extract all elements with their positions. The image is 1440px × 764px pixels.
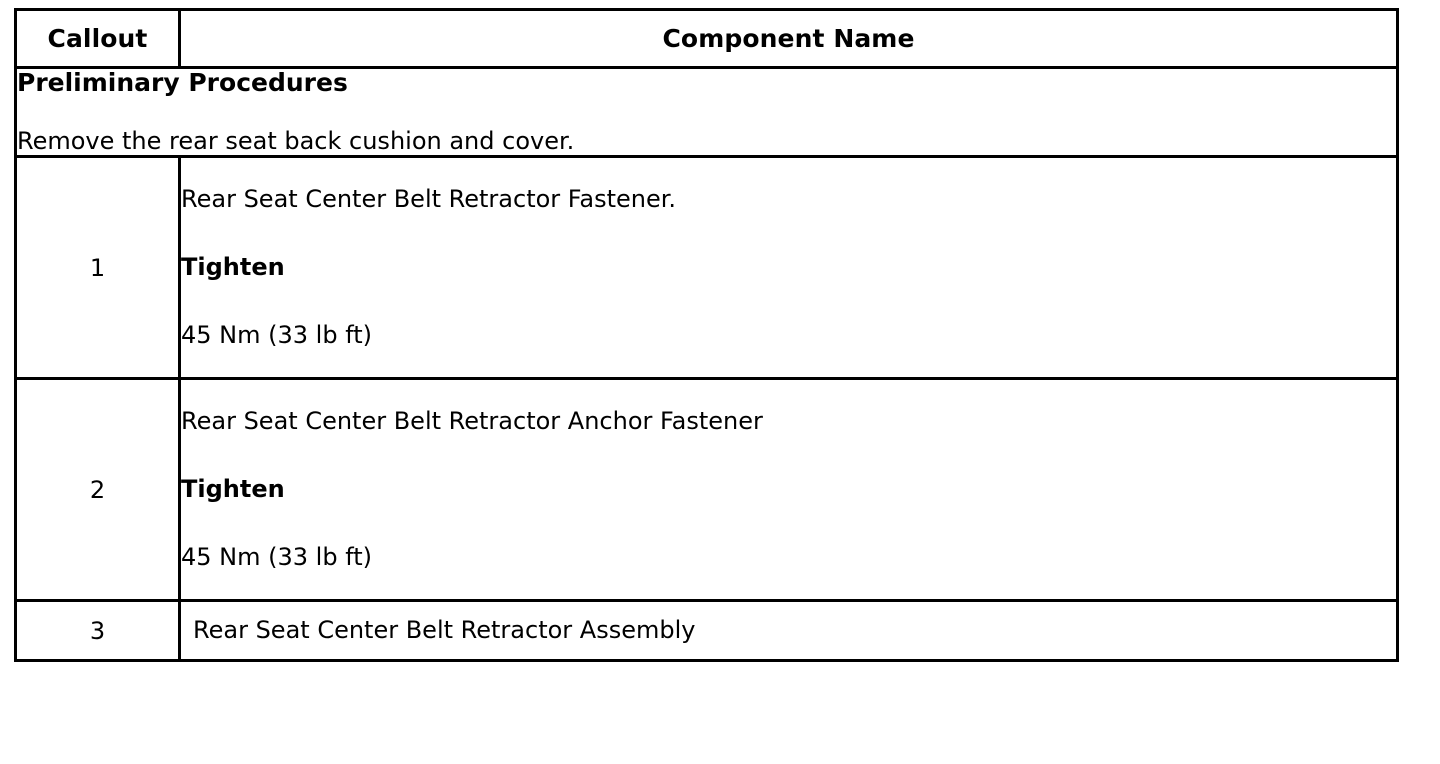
callout-number-1: 1 (14, 155, 181, 381)
table-row: 1 Rear Seat Center Belt Retractor Fasten… (14, 155, 1399, 381)
tighten-label-1: Tighten (181, 253, 285, 282)
callout-number-3: 3 (14, 599, 181, 663)
table-header: Callout Component Name (14, 8, 1399, 69)
component-description-2: Rear Seat Center Belt Retractor Anchor F… (181, 407, 763, 436)
torque-spec-2: 45 Nm (33 lb ft) (181, 542, 372, 571)
table-header-row: Callout Component Name (14, 8, 1399, 69)
component-name-cell-2: Rear Seat Center Belt Retractor Anchor F… (178, 377, 1399, 603)
component-name-cell-3: Rear Seat Center Belt Retractor Assembly (178, 599, 1399, 663)
callout-number-2: 2 (14, 377, 181, 603)
table-row: 3 Rear Seat Center Belt Retractor Assemb… (14, 599, 1399, 663)
table-body: Preliminary Procedures Remove the rear s… (14, 65, 1399, 663)
component-description-3: Rear Seat Center Belt Retractor Assembly (193, 616, 696, 645)
component-name-cell-1: Rear Seat Center Belt Retractor Fastener… (178, 155, 1399, 381)
table-row: 2 Rear Seat Center Belt Retractor Anchor… (14, 377, 1399, 603)
tighten-label-2: Tighten (181, 475, 285, 504)
preliminary-procedures-title: Preliminary Procedures (17, 68, 348, 97)
component-description-1: Rear Seat Center Belt Retractor Fastener… (181, 185, 677, 214)
preliminary-procedures-text: Remove the rear seat back cushion and co… (17, 126, 575, 155)
column-header-component-name: Component Name (178, 8, 1399, 69)
preliminary-procedures-row: Preliminary Procedures Remove the rear s… (14, 65, 1399, 159)
callout-component-table: Callout Component Name Preliminary Proce… (14, 8, 1399, 663)
column-header-callout: Callout (14, 8, 181, 69)
torque-spec-1: 45 Nm (33 lb ft) (181, 320, 372, 349)
preliminary-procedures-cell: Preliminary Procedures Remove the rear s… (14, 65, 1399, 159)
